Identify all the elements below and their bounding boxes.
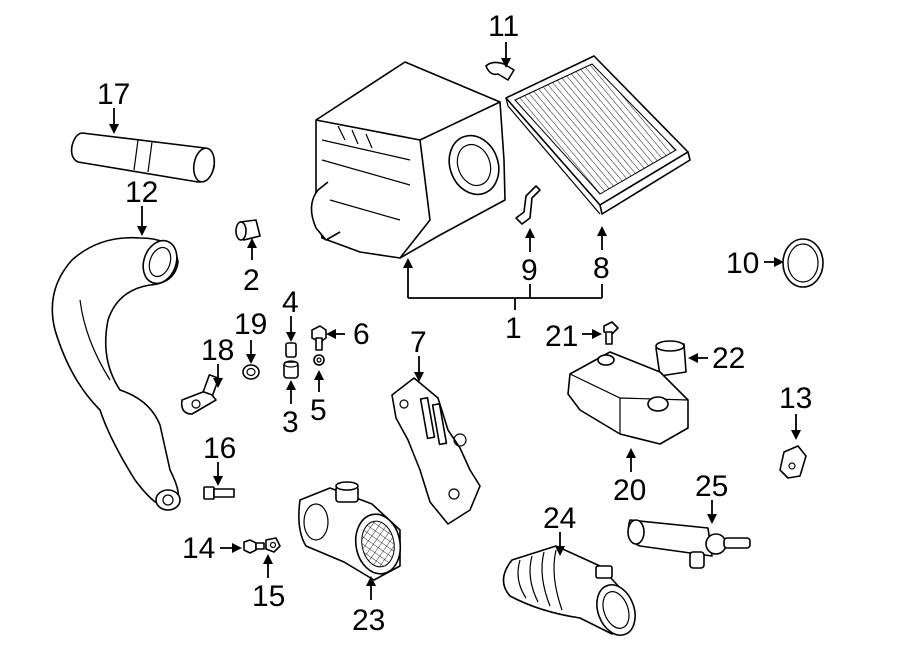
part-24-intake-boot[interactable] (502, 545, 641, 641)
part-2-grommet[interactable] (235, 219, 261, 241)
callout-11: 11 (488, 10, 519, 43)
callout-2: 2 (243, 264, 260, 297)
callout-14: 14 (182, 532, 215, 565)
callout-3: 3 (282, 406, 299, 439)
callout-23: 23 (352, 604, 385, 637)
callout-8: 8 (593, 252, 610, 285)
part-6-bolt[interactable] (311, 325, 327, 351)
part-23-mass-airflow-sensor[interactable] (298, 481, 405, 581)
leader-lines (109, 42, 801, 600)
callout-7: 7 (410, 326, 427, 359)
part-21-bolt[interactable] (603, 321, 619, 345)
callout-17: 17 (97, 78, 130, 111)
callout-4: 4 (282, 286, 299, 319)
part-13-bracket[interactable] (779, 445, 807, 479)
part-14-bolt[interactable] (243, 539, 265, 554)
part-19-o-ring[interactable] (242, 364, 260, 380)
callout-25: 25 (695, 470, 728, 503)
part-16-bolt[interactable] (203, 486, 235, 500)
callout-10: 10 (726, 247, 759, 280)
callout-21: 21 (545, 320, 578, 353)
callout-24: 24 (543, 502, 576, 535)
part-7-mounting-bracket[interactable] (391, 377, 481, 525)
callout-16: 16 (203, 432, 236, 465)
callout-18: 18 (201, 334, 234, 367)
part-1-air-cleaner-housing[interactable] (310, 61, 506, 259)
part-12-air-duct[interactable] (51, 236, 182, 511)
part-15-nut[interactable] (265, 537, 281, 553)
part-9-clip[interactable] (515, 185, 541, 225)
part-18-sensor[interactable] (180, 374, 220, 415)
callout-6: 6 (353, 318, 370, 351)
part-3-bushing[interactable] (283, 360, 299, 379)
part-5-washer[interactable] (313, 354, 325, 366)
callout-15: 15 (252, 580, 285, 613)
part-10-seal-ring[interactable] (782, 238, 824, 288)
callout-19: 19 (234, 308, 267, 341)
part-25-valve[interactable] (627, 519, 751, 569)
callout-22: 22 (712, 342, 745, 375)
callout-12: 12 (125, 176, 158, 209)
callout-1: 1 (505, 312, 522, 345)
callout-13: 13 (779, 382, 812, 415)
part-17-intake-tube[interactable] (70, 132, 217, 183)
part-8-air-filter[interactable] (505, 55, 691, 215)
callout-5: 5 (310, 394, 327, 427)
part-22-sleeve[interactable] (655, 340, 687, 377)
callout-9: 9 (521, 254, 538, 287)
part-4-bushing[interactable] (285, 342, 297, 358)
callout-labels: 17 12 2 4 19 6 18 5 3 16 14 15 11 9 8 1 … (97, 10, 812, 637)
part-20-resonator[interactable] (567, 351, 689, 445)
part-11-clip[interactable] (485, 61, 515, 81)
callout-20: 20 (613, 474, 646, 507)
